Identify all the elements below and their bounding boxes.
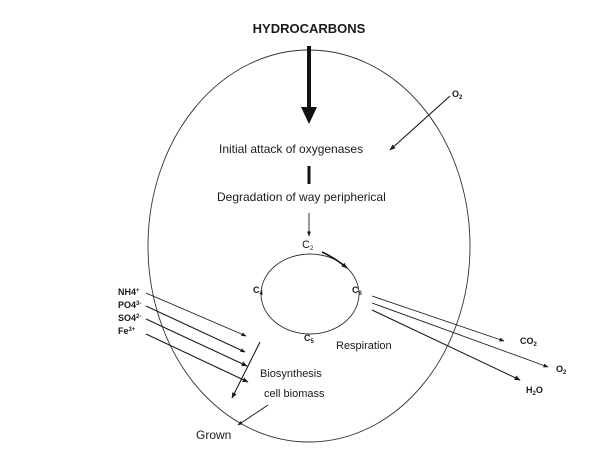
label-respiration: Respiration [336, 340, 392, 352]
label-po4: PO43- [118, 300, 141, 310]
title-hydrocarbons: HYDROCARBONS [253, 21, 366, 36]
hydrocarbon-entry-arrowhead [301, 107, 317, 124]
label-biosynthesis: Biosynthesis [260, 368, 322, 380]
label-fe: Fe3+ [118, 326, 136, 336]
label-oxygen-in: O2 [452, 89, 463, 101]
arrow-to-h2o [371, 309, 521, 381]
label-c6: C6 [352, 285, 363, 297]
label-co2: CO2 [520, 336, 538, 348]
arrow-to-o2 [371, 302, 549, 368]
label-cell-biomass: cell biomass [264, 388, 325, 400]
arrow-to-co2 [371, 295, 505, 342]
arrow-so4 [145, 318, 248, 367]
label-grown: Grown [196, 428, 231, 442]
label-so4: SO42- [118, 313, 141, 323]
label-nh4: NH4+ [118, 287, 140, 297]
arrow-cycle-to-biomass [231, 341, 261, 399]
label-o2-out: O2 [556, 364, 567, 376]
oxygen-in-arrow [389, 95, 451, 151]
cycle-entry-arrow [321, 251, 348, 269]
krebs-cycle [260, 253, 360, 335]
arrow-nh4 [145, 292, 247, 337]
label-c2: C2 [302, 239, 314, 252]
arrow-po4 [145, 305, 246, 353]
step-peripheral-degradation: Degradation of way peripherical [217, 190, 386, 204]
step-initial-attack: Initial attack of oxygenases [219, 142, 363, 156]
label-c4: C4 [253, 285, 264, 297]
label-h2o: H2O [526, 385, 543, 397]
label-c5: C5 [304, 333, 315, 345]
arrow-fe [145, 333, 249, 383]
arrow-to-grown [237, 404, 269, 426]
